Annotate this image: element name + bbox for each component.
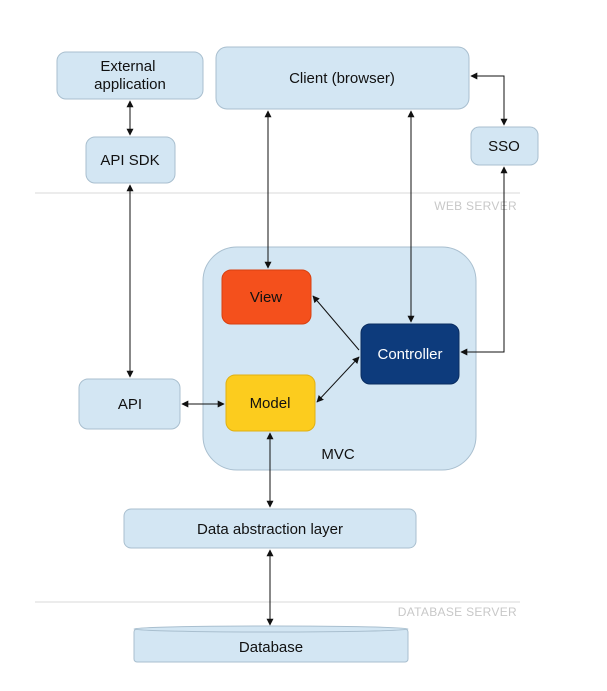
api-sdk-label: API SDK bbox=[100, 152, 159, 169]
edge-controller-view bbox=[312, 295, 360, 351]
sso-box bbox=[470, 126, 539, 166]
controller-box bbox=[360, 323, 460, 385]
database-top-rim bbox=[133, 625, 409, 633]
client-browser-box bbox=[215, 46, 470, 110]
view-label: View bbox=[250, 289, 282, 306]
external-application-line-1: External bbox=[100, 58, 155, 75]
database-label: Database bbox=[239, 639, 303, 656]
edge-client-sso bbox=[470, 72, 508, 126]
model-label: Model bbox=[250, 395, 291, 412]
external-application-line-2: application bbox=[94, 76, 166, 93]
api-label: API bbox=[118, 396, 142, 413]
data-abstraction-layer-box bbox=[123, 508, 417, 549]
model-box bbox=[225, 374, 316, 432]
external-application-label: External application bbox=[94, 58, 166, 93]
mvc-label: MVC bbox=[321, 446, 355, 463]
api-sdk-box bbox=[85, 136, 176, 184]
data-abstraction-layer-label: Data abstraction layer bbox=[197, 521, 343, 538]
client-browser-label: Client (browser) bbox=[289, 70, 395, 87]
controller-label: Controller bbox=[377, 346, 442, 363]
edge-controller-model bbox=[316, 356, 360, 403]
edge-sso-controller bbox=[460, 166, 508, 356]
sso-label: SSO bbox=[488, 138, 520, 155]
web-server-label: WEB SERVER bbox=[434, 199, 517, 213]
database-server-label: DATABASE SERVER bbox=[398, 605, 517, 619]
api-box bbox=[78, 378, 181, 430]
external-application-box bbox=[56, 51, 204, 100]
view-box bbox=[221, 269, 312, 325]
